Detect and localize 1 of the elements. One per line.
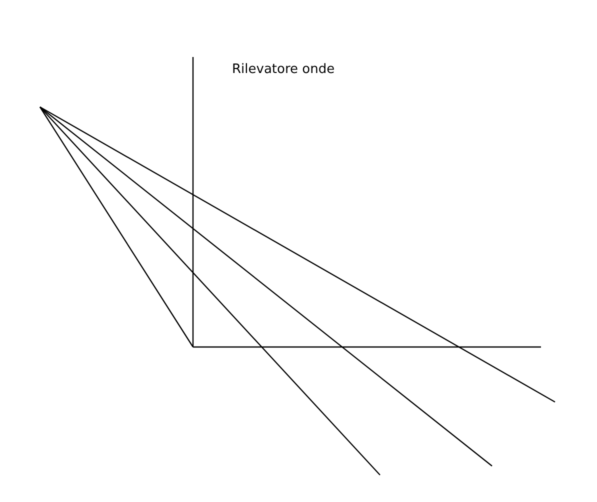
detector-label: Rilevatore onde <box>232 63 335 76</box>
